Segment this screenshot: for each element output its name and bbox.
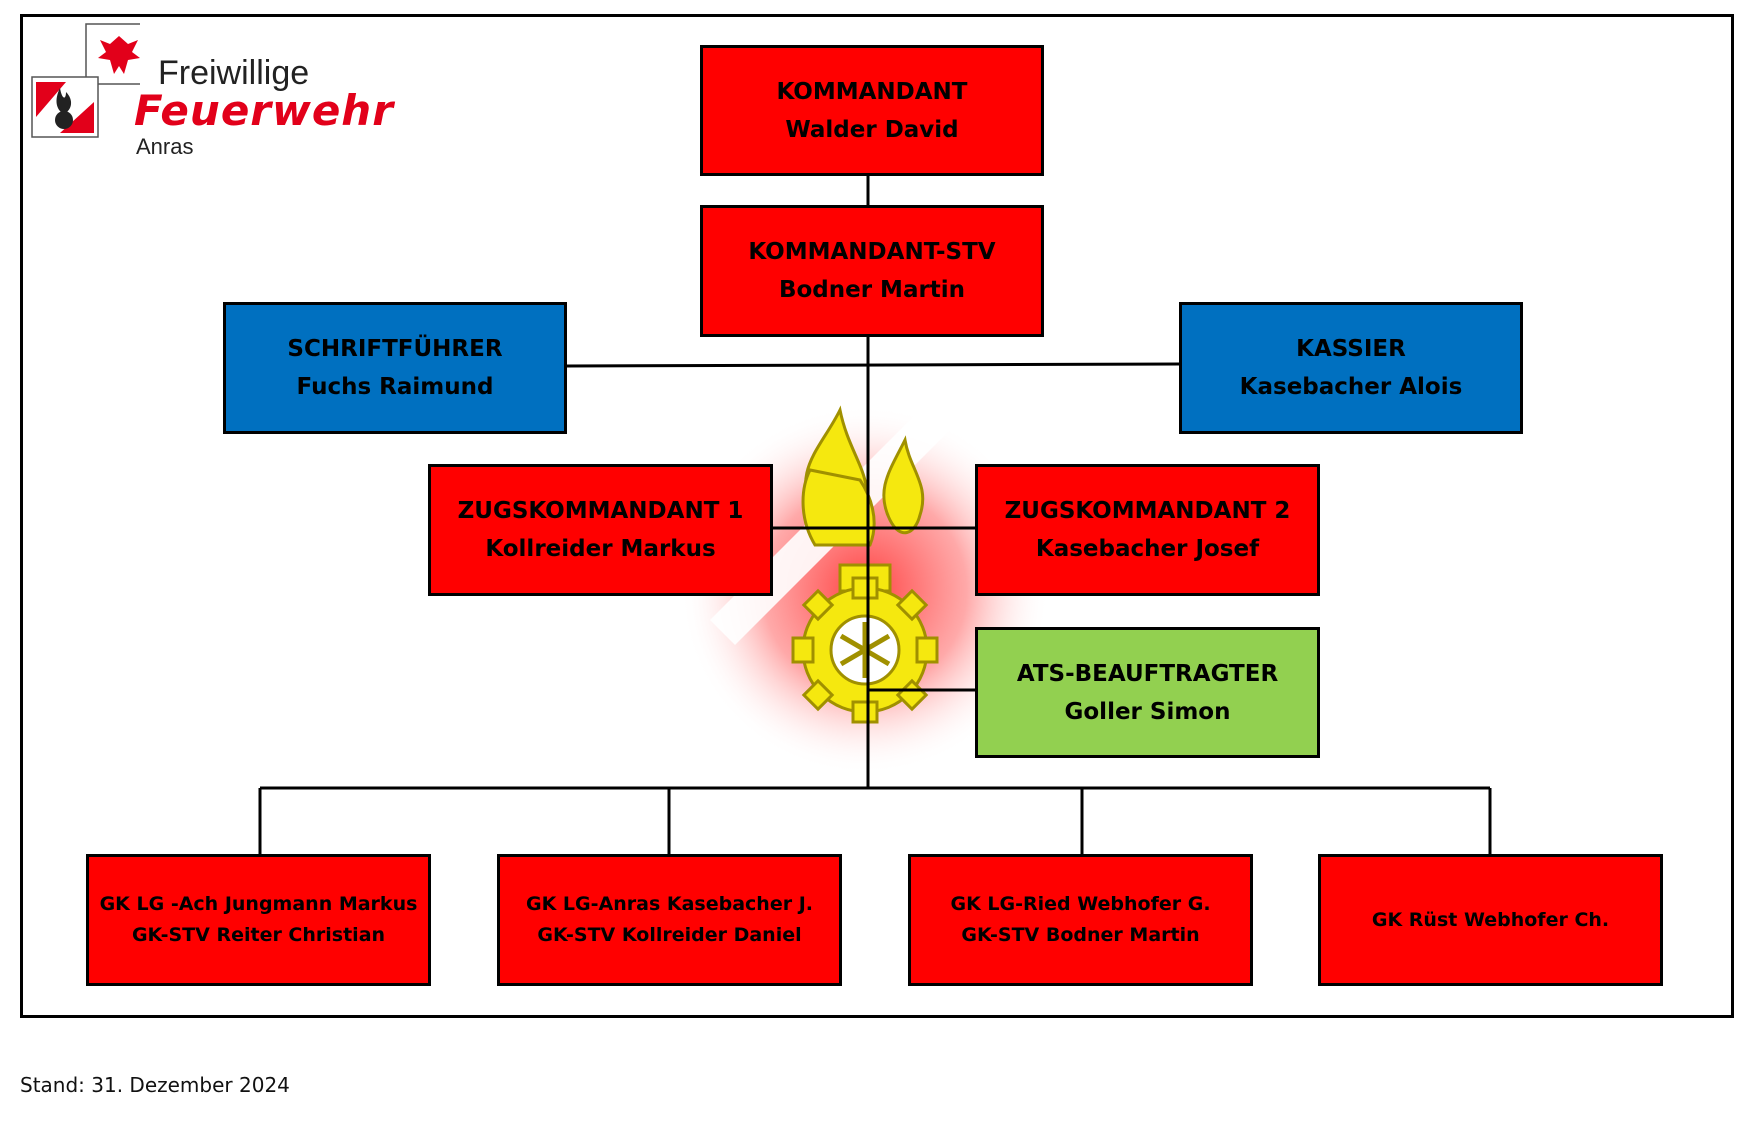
group-deputy: GK-STV Bodner Martin [961,924,1200,946]
ats-officer-box: ATS-BEAUFTRAGTER Goller Simon [975,627,1320,758]
commander-role: KOMMANDANT [776,78,968,105]
platoon2-role: ZUGSKOMMANDANT 2 [1004,498,1291,524]
ats-name: Goller Simon [1064,698,1231,725]
logo-title: Freiwillige [158,54,310,92]
treasurer-box: KASSIER Kasebacher Alois [1179,302,1523,434]
logo-brand: Feuerwehr [134,86,394,135]
deputy-name: Bodner Martin [778,277,966,303]
group-box-ruest: GK Rüst Webhofer Ch. [1318,854,1663,986]
group-leader: GK Rüst Webhofer Ch. [1371,908,1610,931]
chart-frame [20,14,1734,1018]
deputy-role: KOMMANDANT-STV [748,239,996,265]
platoon1-role: ZUGSKOMMANDANT 1 [457,498,744,524]
logo-town: Anras [136,134,194,159]
ats-role: ATS-BEAUFTRAGTER [1016,660,1279,687]
secretary-box: SCHRIFTFÜHRER Fuchs Raimund [223,302,567,434]
group-box-ried: GK LG-Ried Webhofer G. GK-STV Bodner Mar… [908,854,1253,986]
brigade-logo: Freiwillige Feuerwehr Anras [30,22,393,162]
group-leader: GK LG-Ried Webhofer G. [950,893,1211,915]
logo-crest-icon [31,23,140,138]
status-date: Stand: 31. Dezember 2024 [20,1073,290,1097]
secretary-name: Fuchs Raimund [296,374,494,400]
platoon-commander-1-box: ZUGSKOMMANDANT 1 Kollreider Markus [428,464,773,596]
secretary-role: SCHRIFTFÜHRER [287,336,503,362]
group-box-anras: GK LG-Anras Kasebacher J. GK-STV Kollrei… [497,854,842,986]
group-box-ach: GK LG -Ach Jungmann Markus GK-STV Reiter… [86,854,431,986]
group-leader: GK LG -Ach Jungmann Markus [99,893,418,915]
group-deputy: GK-STV Reiter Christian [131,924,386,946]
platoon2-name: Kasebacher Josef [1035,536,1260,562]
commander-name: Walder David [785,116,959,143]
platoon-commander-2-box: ZUGSKOMMANDANT 2 Kasebacher Josef [975,464,1320,596]
treasurer-name: Kasebacher Alois [1239,374,1463,400]
commander-box: KOMMANDANT Walder David [700,45,1044,176]
treasurer-role: KASSIER [1296,336,1406,362]
platoon1-name: Kollreider Markus [485,536,716,562]
group-leader: GK LG-Anras Kasebacher J. [526,893,813,915]
group-deputy: GK-STV Kollreider Daniel [537,924,802,946]
deputy-commander-box: KOMMANDANT-STV Bodner Martin [700,205,1044,337]
